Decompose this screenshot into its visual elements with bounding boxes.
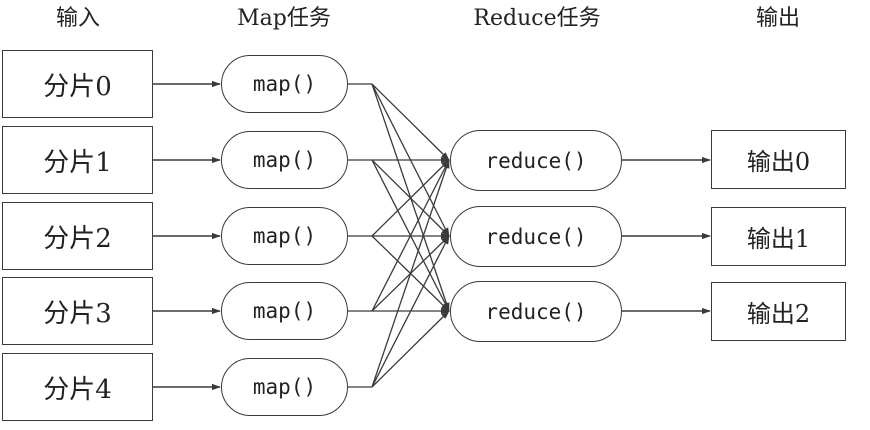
header-reduce: Reduce任务 bbox=[473, 6, 601, 31]
input-split-2: 分片2 bbox=[2, 202, 153, 270]
output-1: 输出1 bbox=[711, 207, 846, 266]
reduce-task-0: reduce() bbox=[450, 130, 622, 191]
shuffle-line bbox=[371, 159, 450, 312]
output-0: 输出0 bbox=[711, 130, 846, 189]
header-map: Map任务 bbox=[237, 6, 331, 31]
input-split-0: 分片0 bbox=[2, 50, 153, 118]
input-split-3: 分片3 bbox=[2, 277, 153, 345]
map-task-3: map() bbox=[221, 282, 348, 340]
reduce-task-2: reduce() bbox=[450, 281, 622, 342]
input-split-1: 分片1 bbox=[2, 126, 153, 194]
map-task-0: map() bbox=[221, 55, 348, 113]
shuffle-line bbox=[371, 83, 450, 161]
input-split-4: 分片4 bbox=[2, 353, 153, 421]
header-input: 输入 bbox=[55, 6, 100, 31]
shuffle-line bbox=[371, 159, 450, 388]
header-output: 输出 bbox=[755, 6, 800, 31]
output-2: 输出2 bbox=[711, 282, 846, 341]
map-task-1: map() bbox=[221, 131, 348, 189]
shuffle-line bbox=[371, 235, 450, 388]
shuffle-line bbox=[371, 159, 450, 237]
map-task-2: map() bbox=[221, 207, 348, 265]
map-task-4: map() bbox=[221, 358, 348, 416]
reduce-task-1: reduce() bbox=[450, 206, 622, 267]
shuffle-line bbox=[371, 310, 450, 388]
